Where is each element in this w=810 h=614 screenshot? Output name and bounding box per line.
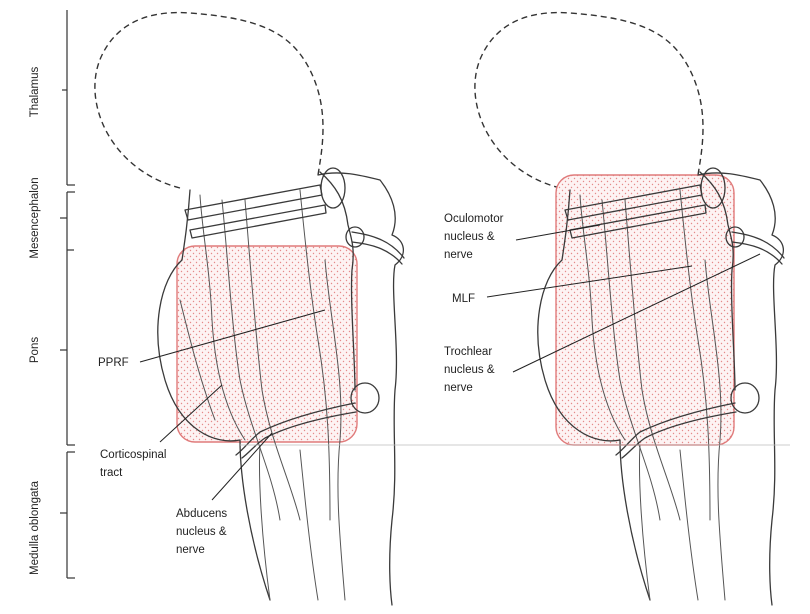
abducens-leader <box>212 433 272 500</box>
label-oculomotor-3: nerve <box>444 249 473 261</box>
label-trochlear-2: nucleus & <box>444 364 495 376</box>
region-label-thalamus: Thalamus <box>29 67 41 118</box>
left-trochlear-nucleus <box>346 227 364 247</box>
region-label-mesencephalon: Mesencephalon <box>29 177 41 258</box>
label-trochlear-1: Trochlear <box>444 346 492 358</box>
label-pprf: PPRF <box>98 357 129 369</box>
label-oculomotor-1: Oculomotor <box>444 213 504 225</box>
right-brainstem <box>475 13 784 605</box>
label-trochlear-3: nerve <box>444 382 473 394</box>
right-abducens-nucleus <box>731 383 759 413</box>
region-label-medulla: Medulla oblongata <box>29 480 41 575</box>
region-scale-bar <box>60 10 75 578</box>
label-mlf: MLF <box>452 293 475 305</box>
label-corticospinal-2: tract <box>100 467 123 479</box>
left-oculomotor-nucleus <box>321 168 345 208</box>
right-thalamus-outline <box>475 13 703 188</box>
left-thalamus-outline <box>95 13 323 188</box>
label-oculomotor-2: nucleus & <box>444 231 495 243</box>
region-label-pons: Pons <box>29 337 41 363</box>
label-corticospinal-1: Corticospinal <box>100 449 166 461</box>
label-abducens-1: Abducens <box>176 508 227 520</box>
label-abducens-3: nerve <box>176 544 205 556</box>
label-abducens-2: nucleus & <box>176 526 227 538</box>
left-brainstem <box>95 13 404 605</box>
